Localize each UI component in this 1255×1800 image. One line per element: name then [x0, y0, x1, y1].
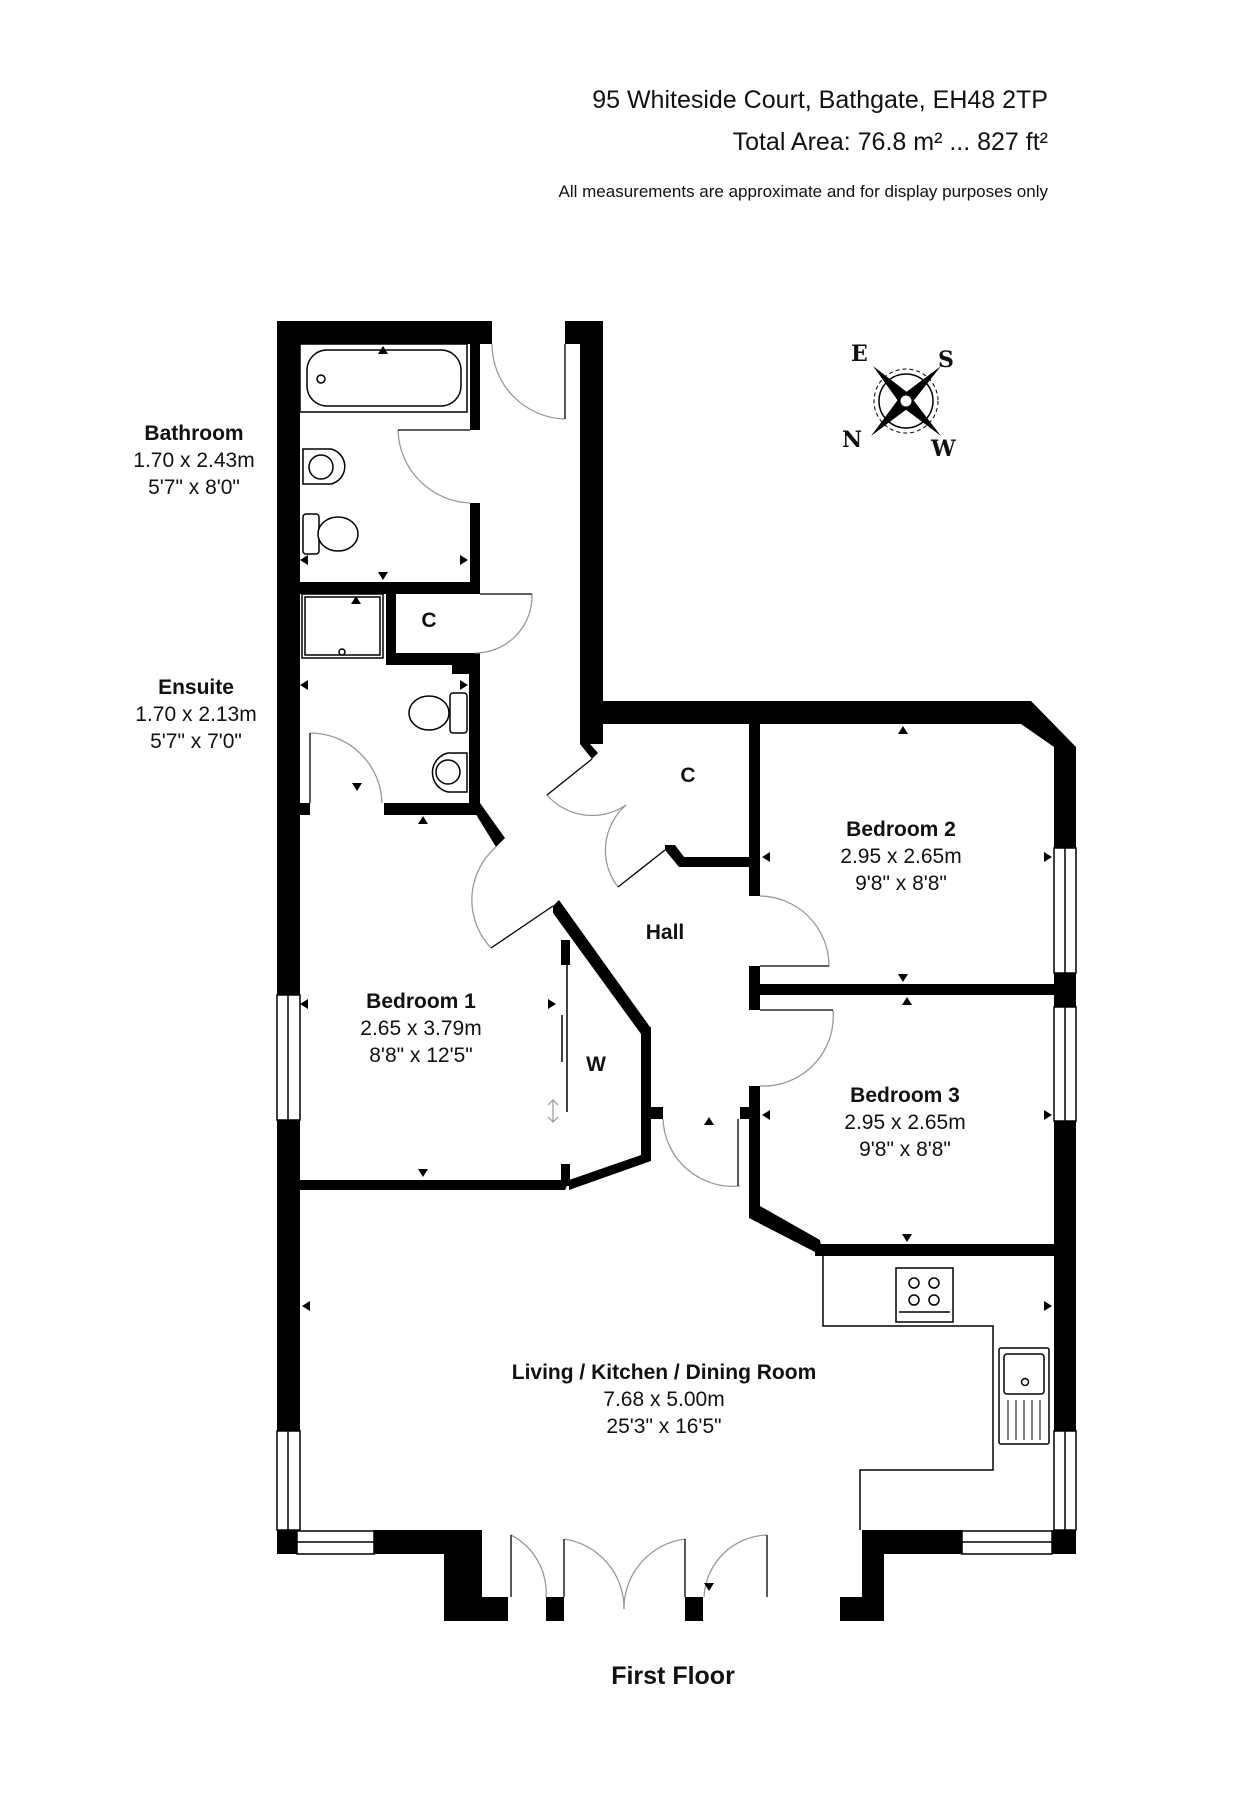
- total-area: Total Area: 76.8 m² ... 827 ft²: [732, 128, 1048, 156]
- room-name: Living / Kitchen / Dining Room: [511, 1361, 817, 1384]
- cupboard-label-upper: C: [421, 609, 437, 632]
- compass-icon: [871, 366, 941, 436]
- room-imperial: 9'8" x 8'8": [859, 1138, 951, 1161]
- room-imperial: 5'7" x 7'0": [150, 730, 242, 753]
- room-imperial: 25'3" x 16'5": [606, 1415, 722, 1438]
- room-label-bathroom: Bathroom 1.70 x 2.43m 5'7" x 8'0": [133, 420, 254, 501]
- room-metric: 2.95 x 2.65m: [840, 845, 962, 868]
- room-label-bedroom2: Bedroom 2 2.95 x 2.65m 9'8" x 8'8": [840, 816, 961, 897]
- property-address: 95 Whiteside Court, Bathgate, EH48 2TP: [592, 86, 1048, 114]
- room-imperial: 9'8" x 8'8": [855, 872, 947, 895]
- compass-north-label: N: [842, 427, 863, 453]
- compass-west-label: W: [931, 436, 956, 462]
- room-name: Bathroom: [144, 422, 244, 445]
- compass-east-label: E: [851, 341, 868, 367]
- room-metric: 1.70 x 2.43m: [133, 449, 255, 472]
- room-metric: 1.70 x 2.13m: [135, 703, 257, 726]
- compass-south-label: S: [938, 347, 954, 373]
- room-metric: 2.95 x 2.65m: [844, 1111, 966, 1134]
- room-name: Ensuite: [158, 676, 234, 699]
- room-name: Bedroom 3: [850, 1084, 960, 1107]
- room-metric: 7.68 x 5.00m: [603, 1388, 725, 1411]
- room-label-living: Living / Kitchen / Dining Room 7.68 x 5.…: [512, 1359, 817, 1440]
- floor-title: First Floor: [611, 1662, 735, 1690]
- room-label-bedroom3: Bedroom 3 2.95 x 2.65m 9'8" x 8'8": [844, 1082, 965, 1163]
- hall-label: Hall: [645, 921, 685, 944]
- room-metric: 2.65 x 3.79m: [360, 1017, 482, 1040]
- room-label-ensuite: Ensuite 1.70 x 2.13m 5'7" x 7'0": [135, 674, 256, 755]
- room-label-bedroom1: Bedroom 1 2.65 x 3.79m 8'8" x 12'5": [360, 988, 481, 1069]
- room-imperial: 5'7" x 8'0": [148, 476, 240, 499]
- room-name: Bedroom 2: [846, 818, 956, 841]
- disclaimer: All measurements are approximate and for…: [558, 182, 1048, 201]
- room-imperial: 8'8" x 12'5": [369, 1044, 473, 1067]
- cupboard-label-hall: C: [680, 764, 696, 787]
- room-name: Bedroom 1: [366, 990, 476, 1013]
- wardrobe-label: W: [586, 1053, 606, 1076]
